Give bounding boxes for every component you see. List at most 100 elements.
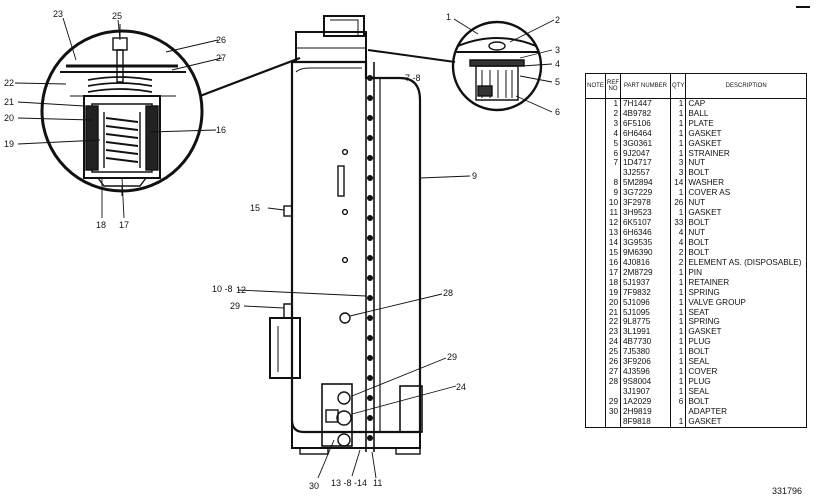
qty-cell: 1 (669, 118, 687, 129)
header-qty: QTY (669, 73, 687, 99)
callout-1: 1 (446, 12, 451, 22)
part-number-cell: 6F5106 (620, 118, 671, 129)
part-number-cell: 6H6346 (620, 228, 671, 239)
note-cell (585, 128, 606, 139)
note-cell (585, 417, 606, 428)
callout-28: 28 (443, 288, 453, 298)
ref-cell: 5 (605, 138, 621, 149)
description-cell: BOLT (685, 347, 807, 358)
ref-cell: 29 (605, 397, 621, 408)
note-cell (585, 118, 606, 129)
callout-18: 18 (96, 220, 106, 230)
part-number-cell: 3G9535 (620, 238, 671, 249)
description-cell: PLATE (685, 118, 807, 129)
ref-cell: 17 (605, 267, 621, 278)
note-cell (585, 307, 606, 318)
ref-cell: 26 (605, 357, 621, 368)
note-cell (585, 397, 606, 408)
qty-cell: 1 (669, 387, 687, 398)
header-ref: REF NO (605, 73, 621, 99)
note-cell (585, 148, 606, 159)
part-number-cell: 7J5380 (620, 347, 671, 358)
callout-labels: 23 25 26 27 22 21 20 19 16 18 17 1 2 3 4… (4, 9, 560, 491)
part-number-cell: 2H9819 (620, 407, 671, 417)
qty-cell: 1 (669, 287, 687, 298)
description-cell: SPRING (685, 287, 807, 298)
ref-cell: 3 (605, 118, 621, 129)
note-cell (585, 317, 606, 328)
note-cell (585, 327, 606, 338)
callout-7-8: 7 -8 (405, 73, 421, 83)
callout-13-8-14: 13 -8 -14 (331, 478, 367, 488)
qty-cell: 1 (669, 377, 687, 388)
ref-cell: 9 (605, 188, 621, 199)
qty-cell: 1 (669, 208, 687, 219)
note-cell (585, 98, 606, 109)
description-cell: PLUG (685, 377, 807, 388)
ref-cell (605, 168, 621, 179)
qty-cell: 1 (669, 317, 687, 328)
qty-cell: 2 (669, 248, 687, 258)
callout-11: 11 (373, 478, 382, 488)
description-cell: STRAINER (685, 148, 807, 159)
description-cell: GASKET (685, 327, 807, 338)
ref-cell: 6 (605, 148, 621, 159)
ref-cell: 22 (605, 317, 621, 328)
callout-15: 15 (250, 203, 260, 213)
callout-19: 19 (4, 139, 14, 149)
part-number-cell: 3G0361 (620, 138, 671, 149)
parts-table-header-row: NOTE REF NO PART NUMBER QTY DESCRIPTION (585, 73, 807, 99)
description-cell: WASHER (685, 178, 807, 189)
ref-cell: 27 (605, 367, 621, 378)
part-number-cell: 5M2894 (620, 178, 671, 189)
note-cell (585, 188, 606, 199)
description-cell: COVER (685, 367, 807, 378)
note-cell (585, 347, 606, 358)
description-cell: PIN (685, 267, 807, 278)
callout-5: 5 (555, 77, 560, 87)
callout-6: 6 (555, 107, 560, 117)
callout-20: 20 (4, 113, 14, 123)
note-cell (585, 198, 606, 209)
ref-cell: 7 (605, 158, 621, 169)
part-number-cell: 3F2978 (620, 198, 671, 209)
callout-4: 4 (555, 59, 560, 69)
part-number-cell: 9M6390 (620, 248, 671, 258)
description-cell: BOLT (685, 168, 807, 179)
description-cell: GASKET (685, 138, 807, 149)
relief-valve-detail (40, 24, 204, 196)
description-cell: NUT (685, 158, 807, 169)
parts-list-table: NOTE REF NO PART NUMBER QTY DESCRIPTION … (585, 73, 807, 428)
callout-29-left: 29 (230, 301, 240, 311)
part-number-cell: 9S8004 (620, 377, 671, 388)
callout-26: 26 (216, 35, 226, 45)
qty-cell: 1 (669, 327, 687, 338)
description-cell: NUT (685, 228, 807, 239)
note-cell (585, 178, 606, 189)
ref-cell: 18 (605, 277, 621, 288)
callout-leaders (14, 17, 555, 479)
description-cell: SPRING (685, 317, 807, 328)
note-cell (585, 337, 606, 348)
part-number-cell: 3J2557 (620, 168, 671, 179)
description-cell: BOLT (685, 248, 807, 258)
note-cell (585, 208, 606, 219)
description-cell: BOLT (685, 238, 807, 249)
ref-cell: 13 (605, 228, 621, 239)
description-cell: RETAINER (685, 277, 807, 288)
part-number-cell: 3L1991 (620, 327, 671, 338)
ref-cell: 23 (605, 327, 621, 338)
note-cell (585, 287, 606, 298)
